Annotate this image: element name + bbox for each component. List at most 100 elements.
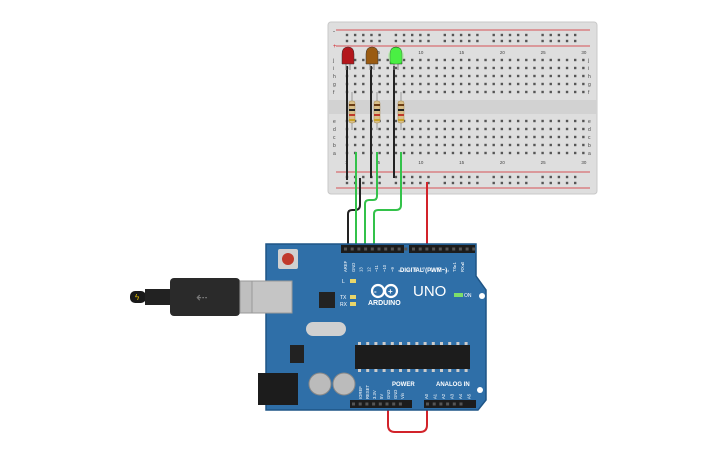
breadboard-hole[interactable]	[574, 143, 577, 147]
breadboard-hole[interactable]	[476, 90, 479, 94]
rail-hole[interactable]	[443, 175, 446, 179]
breadboard-hole[interactable]	[549, 58, 552, 62]
breadboard-hole[interactable]	[541, 82, 544, 86]
breadboard-hole[interactable]	[353, 127, 357, 131]
breadboard-hole[interactable]	[533, 143, 536, 147]
breadboard-hole[interactable]	[500, 82, 504, 86]
breadboard-hole[interactable]	[516, 151, 520, 155]
rail-hole[interactable]	[492, 175, 495, 179]
rail-hole[interactable]	[525, 33, 528, 37]
breadboard-hole[interactable]	[419, 143, 422, 147]
breadboard-hole[interactable]	[476, 135, 479, 139]
breadboard-hole[interactable]	[402, 90, 406, 94]
header-hole[interactable]	[472, 247, 476, 251]
breadboard-hole[interactable]	[492, 143, 495, 147]
breadboard-hole[interactable]	[362, 74, 365, 78]
rail-hole[interactable]	[378, 175, 381, 179]
breadboard-hole[interactable]	[500, 74, 504, 78]
breadboard-hole[interactable]	[549, 82, 552, 86]
breadboard-hole[interactable]	[516, 143, 520, 147]
rail-hole[interactable]	[476, 175, 479, 179]
resistor[interactable]	[348, 92, 356, 130]
rail-hole[interactable]	[427, 175, 430, 179]
rail-hole[interactable]	[574, 175, 577, 179]
breadboard-hole[interactable]	[484, 90, 487, 94]
breadboard-hole[interactable]	[508, 82, 512, 86]
breadboard-hole[interactable]	[582, 143, 585, 147]
breadboard-hole[interactable]	[451, 135, 455, 139]
breadboard-hole[interactable]	[549, 127, 552, 131]
breadboard-hole[interactable]	[402, 66, 406, 70]
breadboard-hole[interactable]	[484, 151, 487, 155]
header-hole[interactable]	[364, 247, 368, 251]
breadboard-hole[interactable]	[362, 58, 365, 62]
breadboard-hole[interactable]	[443, 66, 446, 70]
breadboard-hole[interactable]	[394, 66, 398, 70]
breadboard-hole[interactable]	[557, 151, 561, 155]
rail-hole[interactable]	[459, 39, 463, 43]
breadboard-hole[interactable]	[394, 74, 398, 78]
rail-hole[interactable]	[468, 39, 471, 43]
rail-hole[interactable]	[492, 33, 495, 37]
breadboard-hole[interactable]	[525, 82, 528, 86]
breadboard-hole[interactable]	[411, 66, 414, 70]
breadboard-hole[interactable]	[378, 74, 381, 78]
breadboard-hole[interactable]	[484, 127, 487, 131]
breadboard-hole[interactable]	[500, 151, 504, 155]
breadboard-hole[interactable]	[362, 143, 365, 147]
breadboard-hole[interactable]	[533, 127, 536, 131]
breadboard-hole[interactable]	[541, 143, 544, 147]
breadboard-hole[interactable]	[427, 135, 430, 139]
breadboard-hole[interactable]	[435, 151, 438, 155]
breadboard-hole[interactable]	[557, 90, 561, 94]
breadboard-hole[interactable]	[574, 151, 577, 155]
breadboard-hole[interactable]	[484, 119, 487, 123]
breadboard-hole[interactable]	[492, 151, 495, 155]
breadboard-hole[interactable]	[565, 135, 569, 139]
rail-hole[interactable]	[353, 33, 357, 37]
rail-hole[interactable]	[427, 181, 430, 185]
breadboard-hole[interactable]	[386, 82, 389, 86]
rail-hole[interactable]	[419, 39, 422, 43]
breadboard-hole[interactable]	[476, 151, 479, 155]
breadboard-hole[interactable]	[533, 151, 536, 155]
rail-hole[interactable]	[411, 39, 414, 43]
breadboard-hole[interactable]	[362, 135, 365, 139]
breadboard-hole[interactable]	[525, 66, 528, 70]
breadboard-hole[interactable]	[516, 90, 520, 94]
breadboard-hole[interactable]	[565, 119, 569, 123]
breadboard-hole[interactable]	[492, 90, 495, 94]
breadboard-hole[interactable]	[411, 127, 414, 131]
breadboard-hole[interactable]	[459, 143, 463, 147]
rail-hole[interactable]	[451, 39, 455, 43]
breadboard-hole[interactable]	[508, 143, 512, 147]
resistor[interactable]	[397, 92, 405, 130]
breadboard-hole[interactable]	[533, 82, 536, 86]
breadboard-hole[interactable]	[476, 82, 479, 86]
breadboard-hole[interactable]	[386, 135, 389, 139]
breadboard-hole[interactable]	[443, 119, 446, 123]
rail-hole[interactable]	[378, 181, 381, 185]
breadboard-hole[interactable]	[394, 90, 398, 94]
rail-hole[interactable]	[557, 181, 561, 185]
rail-hole[interactable]	[378, 39, 381, 43]
green-led[interactable]	[388, 46, 404, 70]
breadboard-hole[interactable]	[468, 90, 471, 94]
breadboard-hole[interactable]	[549, 135, 552, 139]
breadboard-hole[interactable]	[411, 74, 414, 78]
breadboard-hole[interactable]	[419, 90, 422, 94]
rail-hole[interactable]	[459, 33, 463, 37]
breadboard-hole[interactable]	[353, 90, 357, 94]
breadboard-hole[interactable]	[533, 74, 536, 78]
breadboard-hole[interactable]	[468, 143, 471, 147]
breadboard-hole[interactable]	[476, 58, 479, 62]
rail-hole[interactable]	[541, 181, 544, 185]
breadboard-hole[interactable]	[459, 82, 463, 86]
breadboard-hole[interactable]	[435, 82, 438, 86]
breadboard-hole[interactable]	[549, 143, 552, 147]
rail-hole[interactable]	[516, 39, 520, 43]
header-hole[interactable]	[365, 402, 369, 406]
breadboard-hole[interactable]	[419, 119, 422, 123]
header-hole[interactable]	[392, 402, 396, 406]
breadboard-hole[interactable]	[525, 58, 528, 62]
